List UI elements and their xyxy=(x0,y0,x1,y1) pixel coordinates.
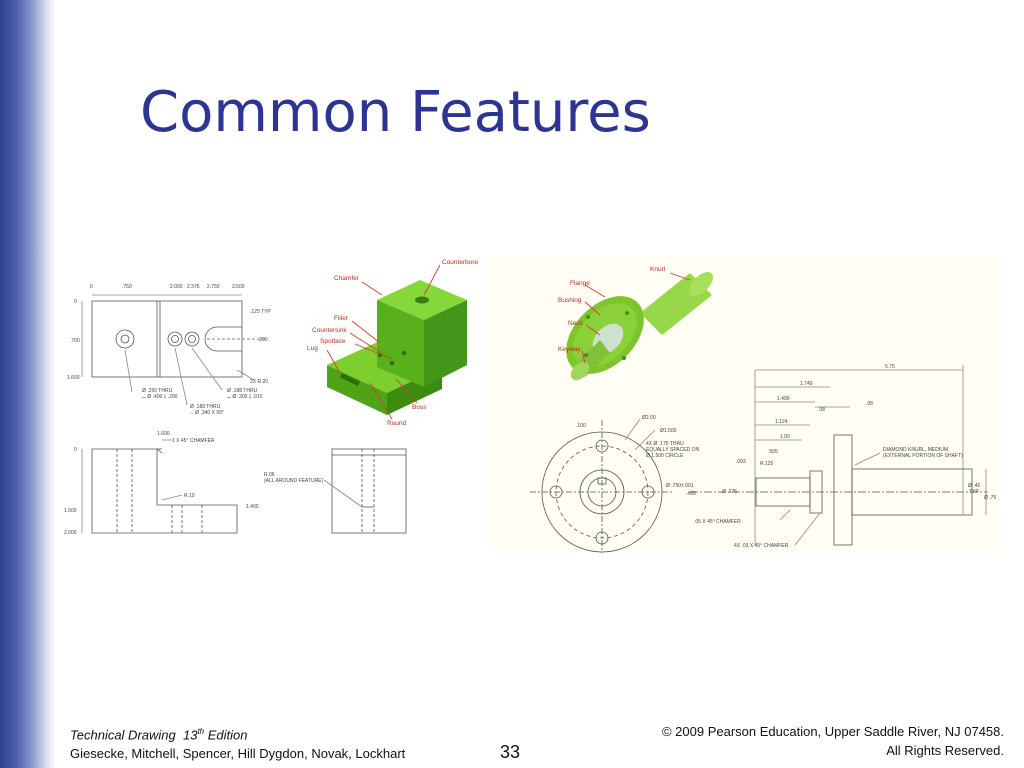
holes-note-c: Ø 1.500 CIRCLE xyxy=(646,453,684,459)
dim-d46: Ø .46 xyxy=(968,483,980,489)
footer-citation: Technical Drawing 13th Edition Giesecke,… xyxy=(70,722,405,763)
figure-left-block-part: 0 .750 2.000 2.375 2.750 3.500 0 .700 1.… xyxy=(62,255,507,553)
dim-front-1500: 1.500 xyxy=(64,508,77,514)
edition-word: Edition xyxy=(207,727,248,743)
shaft-side-view xyxy=(690,365,988,546)
dim-100r: .100 xyxy=(576,423,586,429)
footer-copyright: © 2009 Pearson Education, Upper Saddle R… xyxy=(661,724,1004,739)
dim-505: .505 xyxy=(768,449,778,455)
book-title: Technical Drawing xyxy=(70,727,176,743)
dim-left-0: 0 xyxy=(74,299,77,305)
slide-title: Common Features xyxy=(140,80,651,145)
dim-front-2000: 2.000 xyxy=(64,530,77,536)
footer-authors: Giesecke, Mitchell, Spencer, Hill Dygdon… xyxy=(70,746,406,762)
dim-front-0: 0 xyxy=(74,447,77,453)
dim-1499: 1.499 xyxy=(777,396,790,402)
dim-top-750: .750 xyxy=(122,284,132,290)
dim-1749: 1.749 xyxy=(800,381,813,387)
hole-note-1b: ⌴ Ø .400 ↧ .200 xyxy=(142,394,178,400)
dim-radius: 2X R.20 xyxy=(250,379,268,385)
dim-d1500: Ø1.500 xyxy=(660,428,677,434)
dim-575: 5.75 xyxy=(885,364,895,370)
edition-number: 13 xyxy=(182,727,198,743)
slide-sidebar-gradient xyxy=(0,0,56,768)
hole-note-1a: Ø .250 THRU xyxy=(142,388,173,394)
dim-top-0: 0 xyxy=(90,284,93,290)
edition-suffix: th xyxy=(197,727,205,736)
dim-093: .093 xyxy=(736,459,746,465)
dim-top-2375: 2.375 xyxy=(187,284,200,290)
dim-top-2000: 2.000 xyxy=(170,284,183,290)
dim-typ: .125 TYP xyxy=(250,309,271,315)
dim-typ: TYP xyxy=(969,489,979,495)
dim-r125: R.125 xyxy=(760,461,774,467)
chamfer-note-2: 4X .03 X 45° CHAMFER xyxy=(734,543,789,549)
dim-d200: Ø2.00 xyxy=(642,415,656,421)
label-bushing: Bushing xyxy=(558,297,582,304)
knurl-note-a: DIAMOND KNURL, MEDIUM xyxy=(883,447,948,453)
dim-08a: .08 xyxy=(818,407,825,413)
dim-d750: Ø .750±.001 xyxy=(666,483,694,489)
dim-slot: .200 xyxy=(258,337,268,343)
dim-left-700: .700 xyxy=(70,338,80,344)
side-view-outline xyxy=(331,448,407,534)
block-3d-model xyxy=(327,280,467,415)
shaft-part-drawing: Knurl Flange Bushing Neck Keyway xyxy=(530,266,996,553)
shaft-end-view xyxy=(530,418,674,553)
label-keyway: Keyway xyxy=(558,346,582,353)
shaft-3d-model xyxy=(566,271,714,381)
dim-front-top: 1.600 xyxy=(157,431,170,437)
label-counterbore: Counterbore xyxy=(442,259,479,266)
label-spotface: Spotface xyxy=(320,338,346,345)
dim-100: 1.00 xyxy=(780,434,790,440)
holes-note-a: 4X Ø .175 THRU xyxy=(646,441,684,447)
dim-d75: Ø .75 xyxy=(984,495,996,501)
fillet-radius-note: R.10 xyxy=(184,493,195,499)
label-knurl: Knurl xyxy=(650,266,666,273)
label-boss: Boss xyxy=(412,404,427,411)
hole-note-3b: ⌵ Ø .340 X 90° xyxy=(190,410,224,416)
label-countersink: Countersink xyxy=(312,327,347,334)
footer-rights: All Rights Reserved. xyxy=(886,743,1004,758)
dim-front-1400: 1.400 xyxy=(246,504,259,510)
label-flange: Flange xyxy=(570,280,590,287)
chamfer-note: 1 X 45° CHAMFER xyxy=(172,438,215,444)
dim-1124: 1.124 xyxy=(775,419,788,425)
front-view-outline xyxy=(91,448,238,534)
holes-note-b: EQUALLY SPACED ON xyxy=(646,447,699,453)
footer-book-line: Technical Drawing 13th Edition xyxy=(70,722,405,744)
label-round: Round xyxy=(387,420,407,427)
dim-left-1600: 1.600 xyxy=(67,375,80,381)
block-part-drawing: 0 .750 2.000 2.375 2.750 3.500 0 .700 1.… xyxy=(64,259,479,536)
footer-copyright-block: © 2009 Pearson Education, Upper Saddle R… xyxy=(662,722,1004,760)
hole-note-3a: Ø .188 THRU xyxy=(190,404,221,410)
round-note-b: (ALL AROUND FEATURE) xyxy=(264,478,324,484)
dim-499: .499 xyxy=(686,491,696,497)
label-neck: Neck xyxy=(568,320,584,327)
label-fillet: Fillet xyxy=(334,315,348,322)
page-number: 33 xyxy=(500,742,521,762)
label-chamfer: Chamfer xyxy=(334,275,360,282)
hole-note-2b: ⌴ Ø .300 ↧ .010 xyxy=(227,394,263,400)
hole-note-2a: Ø .188 THRU xyxy=(227,388,258,394)
figure-right-shaft-part: Knurl Flange Bushing Neck Keyway xyxy=(490,255,997,553)
dim-top-2750: 2.750 xyxy=(207,284,220,290)
knurl-note-b: (EXTERNAL PORTION OF SHAFT) xyxy=(883,453,963,459)
dim-top-3500: 3.500 xyxy=(232,284,245,290)
chamfer-note-1: .05 X 45° CHAMFER xyxy=(694,519,741,525)
dim-d375: Ø .375 xyxy=(722,489,737,495)
round-note-a: R.06 xyxy=(264,472,275,478)
label-lug: Lug xyxy=(307,345,318,352)
dim-08b: .08 xyxy=(866,401,873,407)
